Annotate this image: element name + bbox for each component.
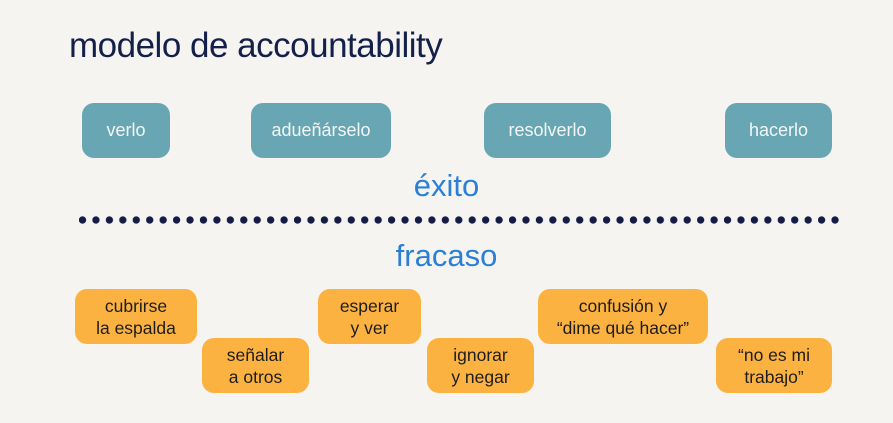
failure-cubrirse-la-espalda: cubrirse la espalda (75, 289, 197, 344)
failure-line2: la espalda (96, 317, 176, 338)
failure-line2: “dime qué hacer” (556, 317, 690, 338)
failure-line2: y negar (451, 366, 510, 387)
step-aduenarselo: adueñárselo (251, 103, 391, 158)
failure-line1: confusión y (578, 295, 668, 316)
failure-esperar-y-ver: esperar y ver (318, 289, 421, 344)
failure-line1: ignorar (453, 344, 508, 365)
success-label: éxito (413, 168, 480, 203)
failure-confusion-dime-que-hacer: confusión y “dime qué hacer” (538, 289, 708, 344)
failure-line1: cubrirse (104, 295, 168, 316)
failure-line2: trabajo” (744, 366, 804, 387)
failure-line1: señalar (226, 344, 285, 365)
failure-line1: esperar (339, 295, 400, 316)
step-hacerlo: hacerlo (725, 103, 832, 158)
divider-dotted-line (79, 216, 839, 224)
failure-ignorar-y-negar: ignorar y negar (427, 338, 534, 393)
failure-senalar-a-otros: señalar a otros (202, 338, 309, 393)
failure-line2: y ver (350, 317, 389, 338)
failure-line2: a otros (228, 366, 283, 387)
failure-no-es-mi-trabajo: “no es mi trabajo” (716, 338, 832, 393)
step-verlo: verlo (82, 103, 170, 158)
failure-label: fracaso (395, 238, 498, 273)
failure-line1: “no es mi (738, 344, 810, 365)
step-resolverlo: resolverlo (484, 103, 611, 158)
page-title: modelo de accountability (69, 26, 443, 65)
